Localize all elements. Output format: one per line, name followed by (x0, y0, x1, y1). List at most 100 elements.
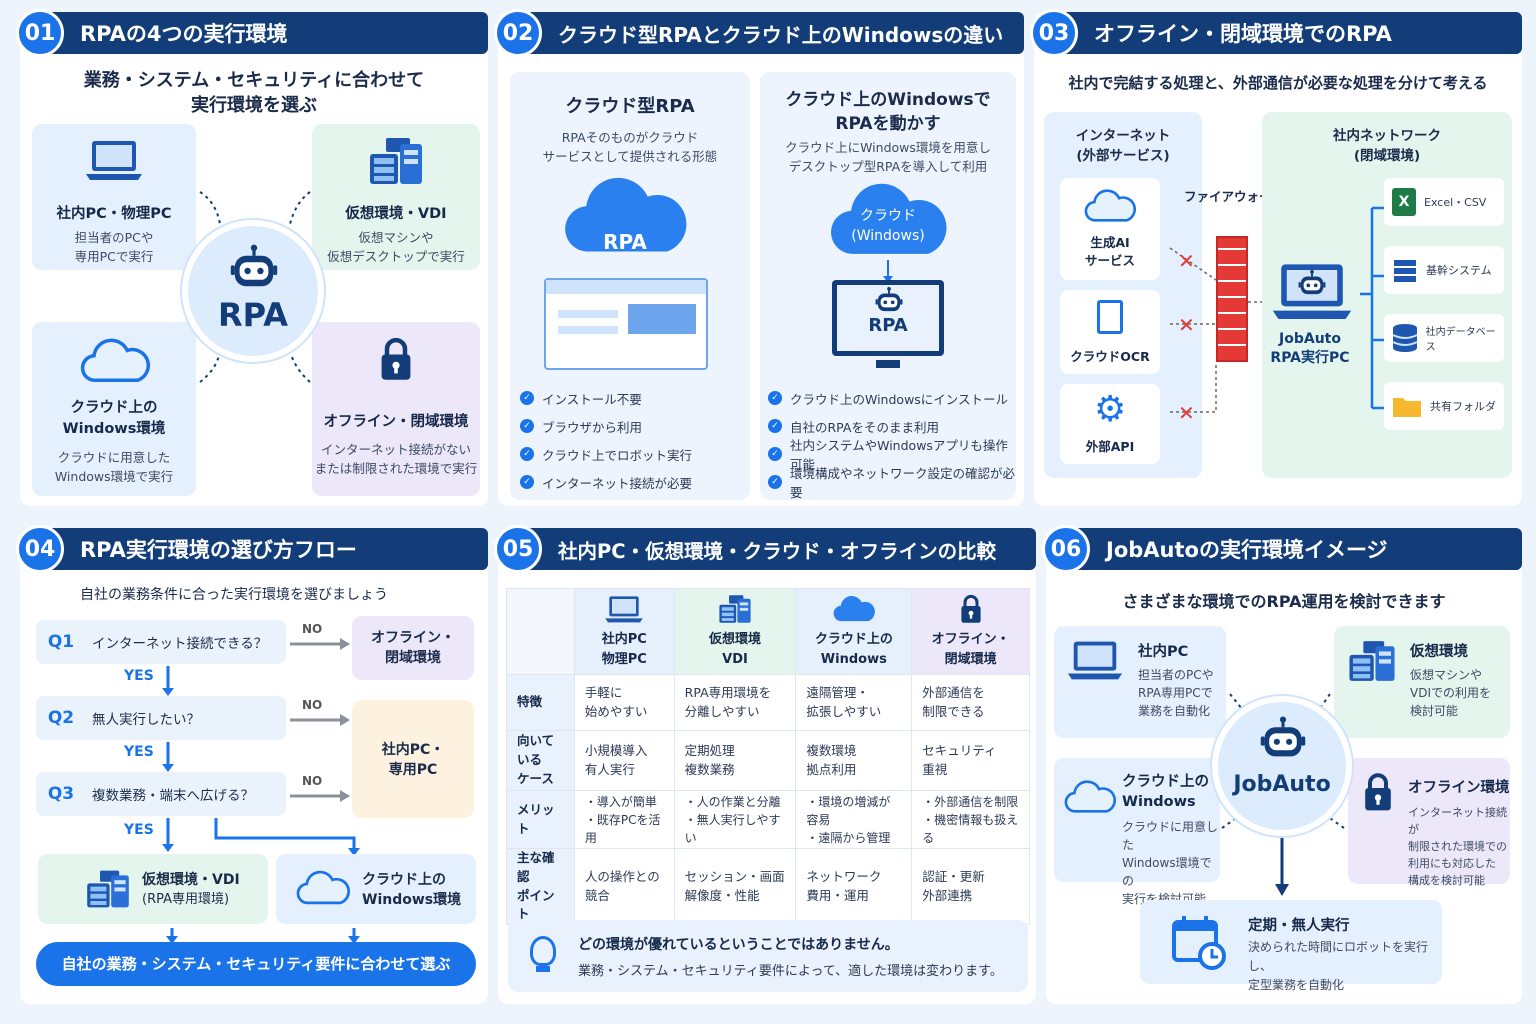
robot-icon (1260, 716, 1306, 760)
check-item: ✓社内システムやWindowsアプリも操作可能 (768, 438, 1016, 472)
env-title: オフライン・閉域環境 (323, 414, 469, 430)
check-item: ✓クラウド上でロボット実行 (520, 440, 692, 468)
cloud-label: RPA (603, 230, 647, 254)
lock-icon (959, 594, 983, 624)
server-icon (717, 594, 753, 624)
check-icon: ✓ (520, 391, 534, 405)
zone-title: 社内ネットワーク(閉域環境) (1333, 128, 1441, 164)
panel-subtitle: さまざまな環境でのRPA運用を検討できます (1122, 592, 1446, 611)
flow-arrows (162, 638, 360, 944)
no-label: NO (302, 774, 323, 788)
env-desc: 担当者のPCや専用PCで実行 (74, 230, 154, 265)
document-icon (1097, 300, 1123, 334)
panel-title: RPAの4つの実行環境 (80, 22, 288, 46)
conclusion-banner: 自社の業務・システム・セキュリティ要件に合わせて選ぶ (36, 942, 476, 986)
check-item: ✓自社のRPAをそのまま利用 (768, 412, 1016, 440)
env-title: 仮想環境・VDI (345, 206, 447, 222)
check-icon: ✓ (520, 475, 534, 489)
firewall-label: ファイアウォール (1184, 189, 1285, 204)
robot-icon (230, 244, 278, 290)
panel-number: 06 (1042, 525, 1090, 573)
env-card-onprem-pc: 社内PC・物理PC 担当者のPCや専用PCで実行 (32, 124, 196, 270)
panel-06: 06 JobAutoの実行環境イメージ さまざまな環境でのRPA運用を検討できます… (1042, 525, 1522, 1004)
panel-subtitle: 社内で完結する処理と、外部通信が必要な処理を分けて考える (1068, 74, 1488, 92)
column-desc: クラウド上にWindows環境を用意しデスクトップ型RPAを導入して利用 (785, 140, 991, 175)
monitor-illustration: RPA (832, 280, 944, 356)
target-core-system: 基幹システム (1384, 246, 1504, 294)
env-title: 社内PC・物理PC (56, 206, 172, 222)
blocked-connections: ✕ ✕ ✕ (1169, 247, 1268, 425)
feature-checklist: ✓クラウド上のWindowsにインストール ✓自社のRPAをそのまま利用 ✓社内… (768, 384, 1016, 500)
env-desc: 仮想マシンや仮想デスクトップで実行 (327, 230, 465, 265)
check-icon: ✓ (768, 475, 782, 489)
panel-number: 01 (16, 9, 64, 57)
result-offline: オフライン・閉域環境 (352, 616, 474, 680)
panel-01: 01 RPAの4つの実行環境 業務・システム・セキュリティに合わせて実行環境を選ぶ… (16, 9, 488, 506)
internal-arrows (1360, 203, 1392, 413)
blocked-x-icon: ✕ (1178, 249, 1195, 273)
feature-checklist: ✓インストール不要 ✓ブラウザから利用 ✓クラウド上でロボット実行 ✓インターネ… (520, 384, 692, 496)
arrow-down-icon (887, 260, 889, 278)
yes-label: YES (124, 744, 154, 760)
service-external-api: ⚙ 外部API (1060, 384, 1160, 464)
check-item: ✓ブラウザから利用 (520, 412, 692, 440)
rpa-center-circle: RPA (182, 220, 324, 362)
firewall-wall (1216, 236, 1248, 362)
check-item: ✓クラウド上のWindowsにインストール (768, 384, 1016, 412)
scheduled-execution-card: 定期・無人実行 決められた時間にロボットを実行し、定型業務を自動化 (1140, 900, 1442, 992)
column-title: クラウド型RPA (565, 96, 695, 117)
panel-title: JobAutoの実行環境イメージ (1106, 538, 1388, 562)
panel-subtitle: 業務・システム・セキュリティに合わせて実行環境を選ぶ (83, 70, 425, 116)
panel-number: 05 (494, 525, 542, 573)
note-text: 業務・システム・セキュリティ要件によって、適した環境は変わります。 (578, 964, 1003, 979)
check-icon: ✓ (768, 391, 782, 405)
result-onprem-pc: 社内PC・専用PC (352, 700, 474, 818)
jobauto-center-circle: JobAuto (1212, 696, 1352, 836)
blocked-x-icon: ✕ (1178, 401, 1195, 425)
env-desc: インターネット接続がないまたは制限された環境で実行 (314, 442, 478, 477)
check-icon: ✓ (520, 447, 534, 461)
check-icon: ✓ (768, 447, 782, 461)
no-label: NO (302, 698, 323, 712)
column-desc: RPAそのものがクラウドサービスとして提供される形態 (542, 130, 718, 165)
no-label: NO (302, 622, 323, 636)
robot-icon (875, 287, 903, 313)
excel-icon: X (1392, 188, 1416, 216)
panel-06-header: 06 JobAutoの実行環境イメージ (1042, 525, 1522, 573)
note-title: どの環境が優れているということではありません。 (578, 937, 899, 953)
panel-subtitle: 自社の業務条件に合った実行環境を選びましょう (80, 587, 388, 603)
panel-number: 02 (494, 9, 542, 57)
env-card-offline: オフライン環境 インターネット接続が制限された環境での利用にも対応した構成を検討… (1348, 758, 1510, 887)
center-label: JobAuto (1233, 772, 1331, 797)
table-row: メリット・導入が簡単・既存PCを活用・人の作業と分離・無人実行しやすい・環境の増… (506, 790, 1030, 849)
result-vdi: 仮想環境・VDI(RPA専用環境) (38, 854, 268, 924)
cloud-icon (832, 594, 876, 624)
check-item: ✓環境構成やネットワーク設定の確認が必要 (768, 466, 1016, 500)
target-internal-db: 社内データベース (1384, 314, 1504, 362)
yes-label: YES (124, 822, 154, 838)
laptop-icon (604, 594, 644, 624)
env-card-vdi: 仮想環境・VDI 仮想マシンや仮想デスクトップで実行 (312, 124, 480, 270)
